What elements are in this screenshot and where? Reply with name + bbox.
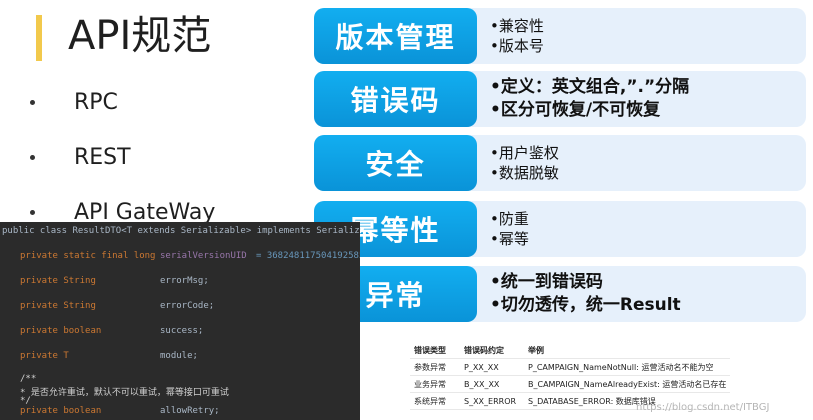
code-comment: /** (20, 374, 37, 384)
code-keyword: private T (20, 351, 69, 361)
topic-description: •兼容性 •版本号 (490, 17, 544, 55)
bullet-dot-icon (30, 100, 35, 105)
bullet-dot-icon (30, 210, 35, 215)
bullet-dot-icon (30, 155, 35, 160)
code-field: allowRetry; (160, 406, 220, 416)
code-keyword: private boolean (20, 406, 102, 416)
table-header-row: 错误类型 错误码约定 举例 (410, 342, 731, 359)
topic-label: 版本管理 (314, 8, 477, 64)
code-keyword: private boolean (20, 326, 102, 336)
slide-title: API规范 (68, 13, 212, 59)
code-field: errorMsg; (160, 276, 209, 286)
topic-row-error-code: 错误码 •定义：英文组合,”.”分隔 •区分可恢复/不可恢复 (314, 71, 806, 127)
watermark: https://blog.csdn.net/ITBGJ (636, 402, 770, 413)
code-value: = 3682481175041925854L; (256, 251, 360, 261)
topic-label: 安全 (314, 135, 477, 191)
column-header: 错误类型 (410, 342, 460, 359)
table-cell: 业务异常 (410, 375, 460, 393)
table-cell: S_XX_ERROR (460, 392, 524, 410)
error-code-table: 错误类型 错误码约定 举例 参数异常 P_XX_XX P_CAMPAIGN_Na… (410, 342, 731, 410)
table-row: 业务异常 B_XX_XX B_CAMPAIGN_NameAlreadyExist… (410, 375, 731, 393)
table-row: 参数异常 P_XX_XX P_CAMPAIGN_NameNotNull: 运营活… (410, 358, 731, 376)
title-accent-bar (36, 15, 42, 61)
column-header: 错误码约定 (460, 342, 524, 359)
topic-label: 幂等性 (314, 201, 477, 257)
table-cell: 系统异常 (410, 392, 460, 410)
code-comment: * 是否允许重试，默认不可以重试，幂等接口可重试 (20, 388, 229, 398)
code-field: errorCode; (160, 301, 215, 311)
topic-description: •统一到错误码 •切勿透传，统一Result (490, 272, 681, 315)
code-keyword: private static final long (20, 251, 156, 261)
topic-row-security: 安全 •用户鉴权 •数据脱敏 (314, 135, 806, 191)
table-cell: B_CAMPAIGN_NameAlreadyExist: 运营活动名已存在 (524, 375, 731, 393)
topic-row-idempotency: 幂等性 •防重 •幂等 (314, 201, 806, 257)
code-field: module; (160, 351, 198, 361)
table-cell: S_DATABASE_ERROR: 数据库错误 (524, 392, 731, 410)
table-cell: P_XX_XX (460, 358, 524, 376)
topic-row-exception: 异常 •统一到错误码 •切勿透传，统一Result (314, 266, 806, 322)
code-snippet-panel: public class ResultDTO<T extends Seriali… (0, 222, 360, 420)
topic-label: 错误码 (314, 71, 477, 127)
table-cell: 参数异常 (410, 358, 460, 376)
topic-description: •定义：英文组合,”.”分隔 •区分可恢复/不可恢复 (490, 77, 690, 120)
table-row: 系统异常 S_XX_ERROR S_DATABASE_ERROR: 数据库错误 (410, 392, 731, 410)
topic-description: •用户鉴权 •数据脱敏 (490, 144, 559, 182)
topic-description: •防重 •幂等 (490, 210, 529, 248)
code-keyword: private String (20, 276, 96, 286)
code-field: success; (160, 326, 204, 336)
topic-row-versioning: 版本管理 •兼容性 •版本号 (314, 8, 806, 64)
table-cell: P_CAMPAIGN_NameNotNull: 运营活动名不能为空 (524, 358, 731, 376)
code-line: public class ResultDTO<T extends Seriali… (2, 226, 360, 236)
column-header: 举例 (524, 342, 731, 359)
code-comment: */ (20, 396, 31, 406)
table-cell: B_XX_XX (460, 375, 524, 393)
code-field: serialVersionUID (160, 251, 247, 261)
code-keyword: private String (20, 301, 96, 311)
